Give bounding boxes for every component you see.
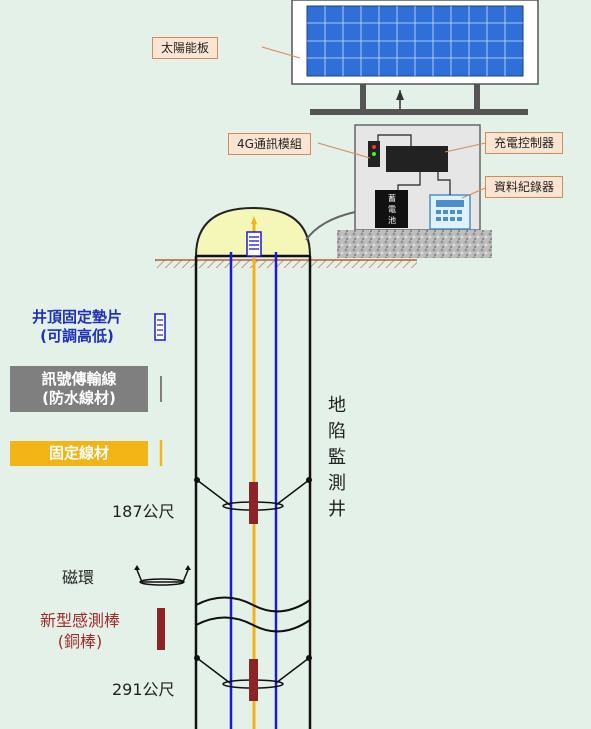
battery-label: 蓄 電 池 [388,194,396,225]
legend-probe-symbol [157,608,165,650]
well-title: 地 陷 監 測 井 [328,395,346,520]
solar-panel [291,0,539,85]
magnetic-ring-lower [194,655,312,701]
legend-probe-text: 新型感測棒 (銅棒) [39,611,120,651]
magnetic-ring-upper [194,477,312,524]
leader-solar [261,46,301,59]
legend-pad-text: 井頂固定墊片 (可調高低) [31,308,122,345]
legend-pad-symbol [154,313,166,341]
equipment-cabinet [354,124,481,231]
data-logger-label: 資料紀錄器 [485,176,564,198]
leader-4g [317,142,371,159]
break-mark-1 [195,596,311,613]
solar-panel-label: 太陽能板 [152,37,219,59]
legend-wire-text: 固定線材 [10,441,148,466]
gravel-base [337,230,492,258]
ground-surface [155,259,417,268]
4g-module-label: 4G通訊模組 [228,133,311,155]
well-top-pad [246,231,262,257]
charge-controller-label: 充電控制器 [485,132,564,154]
legend-ring-symbol [134,565,191,586]
leader-charge [444,141,491,153]
depth-291-label: 291公尺 [112,680,175,699]
fixed-wire-tip [251,216,257,224]
break-mark-2 [195,616,311,633]
panel-mount [310,84,528,115]
depth-187-label: 187公尺 [112,502,175,521]
legend-cable-text: 訊號傳輸線 (防水線材) [10,366,148,412]
legend-ring-text: 磁環 [61,568,94,587]
cable-to-cabinet [305,211,356,241]
